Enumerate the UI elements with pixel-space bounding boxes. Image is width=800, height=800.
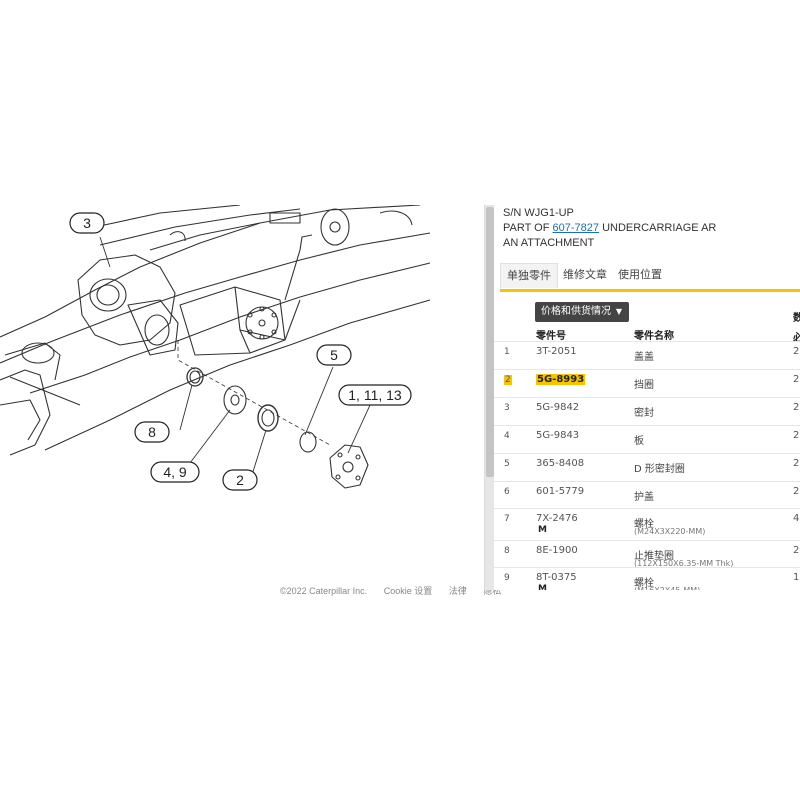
row-number: 4 <box>504 431 510 441</box>
row-number: 7 <box>504 514 510 524</box>
part-number-link[interactable]: 7X-2476 <box>536 513 578 524</box>
privacy-link[interactable]: 隐私 <box>483 586 502 596</box>
part-number-link[interactable]: 8T-0375 <box>536 572 577 583</box>
callout-4-9 <box>150 461 200 483</box>
part-spec: (112X150X6.35-MM Thk) <box>634 559 734 568</box>
dropdown-label: 价格和供货情况 <box>541 306 611 317</box>
parts-panel: S/N WJG1-UP PART OF 607-7827 UNDERCARRIA… <box>494 205 800 590</box>
metric-mark: M <box>538 584 547 590</box>
table-header: 零件号 零件名称 <box>494 327 800 343</box>
legal-link[interactable]: 法律 <box>448 586 467 596</box>
part-of-prefix: PART OF <box>503 222 553 234</box>
row-number: 9 <box>504 573 510 583</box>
attachment-line: AN ATTACHMENT <box>503 237 595 249</box>
table-row[interactable]: 8 8E-1900 止推垫圈(112X150X6.35-MM Thk) 2 <box>494 540 800 568</box>
copyright-text: ©2022 Caterpillar Inc. <box>280 586 368 596</box>
part-name: 止推垫圈 <box>634 551 674 562</box>
part-quantity: 2 <box>793 458 800 469</box>
part-spec: (M16X2X45-MM) <box>634 586 700 590</box>
part-of-line: PART OF 607-7827 UNDERCARRIAGE AR <box>503 222 716 234</box>
part-name: 盖盖 <box>634 352 654 363</box>
row-number: 5 <box>504 459 510 469</box>
callout-label-4-9: 4, 9 <box>163 464 187 480</box>
part-quantity: 1: <box>793 572 800 583</box>
callout-2 <box>222 469 258 491</box>
part-number-link[interactable]: 8E-1900 <box>536 545 578 556</box>
row-number: 1 <box>504 347 510 357</box>
diagram-drawing: 3 8 4, 9 2 5 1, 11, 13 <box>0 205 431 491</box>
part-of-link[interactable]: 607-7827 <box>552 222 600 234</box>
part-quantity: 2 <box>793 346 800 357</box>
part-of-suffix: UNDERCARRIAGE AR <box>599 222 717 234</box>
diagram-scrollbar[interactable] <box>484 205 495 590</box>
callout-label-5: 5 <box>330 347 338 363</box>
callout-label-8: 8 <box>148 424 156 440</box>
part-quantity: 4 <box>793 513 800 524</box>
table-row[interactable]: 1 3T-2051 盖盖 2 <box>494 341 800 370</box>
row-number: 8 <box>504 546 510 556</box>
table-row[interactable]: 5 365-8408 D 形密封圈 2 <box>494 453 800 482</box>
row-number: 6 <box>504 487 510 497</box>
scrollbar-thumb[interactable] <box>486 207 494 477</box>
part-name: 护盖 <box>634 492 654 503</box>
page-footer: ©2022 Caterpillar Inc. Cookie 设置 法律 隐私 <box>280 584 515 597</box>
callout-label-3: 3 <box>83 215 91 231</box>
part-number-link[interactable]: 365-8408 <box>536 458 585 469</box>
part-name: D 形密封圈 <box>634 464 685 475</box>
part-quantity: 2 <box>793 402 800 413</box>
col-qty-head-2: 必 <box>793 333 800 344</box>
part-quantity: 2 <box>793 486 800 497</box>
callout-label-2: 2 <box>236 472 244 488</box>
tab-individual-parts[interactable]: 单独零件 <box>500 263 558 288</box>
tab-underline <box>500 289 800 292</box>
cookie-settings-link[interactable]: Cookie 设置 <box>383 586 433 596</box>
part-number-link[interactable]: 3T-2051 <box>536 346 577 357</box>
part-name: 板 <box>634 436 644 447</box>
chevron-down-icon: ▼ <box>615 307 622 316</box>
part-number-link[interactable]: 601-5779 <box>536 486 585 497</box>
part-quantity: 2 <box>793 545 800 556</box>
part-number-link[interactable]: 5G-9842 <box>536 402 580 413</box>
part-name: 密封 <box>634 408 654 419</box>
part-name: 挡圈 <box>634 380 654 391</box>
parts-diagram[interactable]: 3 8 4, 9 2 5 1, 11, 13 <box>0 205 484 590</box>
callout-8 <box>134 421 170 443</box>
row-number: 3 <box>504 403 510 413</box>
table-row[interactable]: 3 5G-9842 密封 2 <box>494 397 800 426</box>
part-quantity: 2 <box>793 430 800 441</box>
part-number-link[interactable]: 5G-8993 <box>536 374 586 385</box>
col-qty-head-1: 数 <box>793 313 800 324</box>
tab-bar: 单独零件 维修文章 使用位置 <box>500 263 800 288</box>
table-row[interactable]: 2 5G-8993 挡圈 2 <box>494 369 800 398</box>
callout-label-1-11-13: 1, 11, 13 <box>348 387 402 403</box>
row-number: 2 <box>504 375 512 385</box>
table-row[interactable]: 4 5G-9843 板 2 <box>494 425 800 454</box>
col-part-name: 零件名称 <box>634 331 674 342</box>
callout-5 <box>316 344 352 366</box>
tab-where-used[interactable]: 使用位置 <box>618 268 662 281</box>
callout-3 <box>69 212 105 234</box>
serial-number: S/N WJG1-UP <box>503 207 574 219</box>
part-number-link[interactable]: 5G-9843 <box>536 430 580 441</box>
part-name: 螺栓 <box>634 519 654 530</box>
part-name: 螺栓 <box>634 578 654 589</box>
part-quantity: 2 <box>793 374 800 385</box>
price-availability-dropdown[interactable]: 价格和供货情况 ▼ <box>535 302 629 322</box>
table-row[interactable]: 6 601-5779 护盖 2 <box>494 481 800 509</box>
metric-mark: M <box>538 525 547 535</box>
part-spec: (M24X3X220-MM) <box>634 527 706 536</box>
callout-1-11-13 <box>338 384 412 406</box>
col-part-number: 零件号 <box>536 331 566 342</box>
tab-service-articles[interactable]: 维修文章 <box>563 268 607 281</box>
